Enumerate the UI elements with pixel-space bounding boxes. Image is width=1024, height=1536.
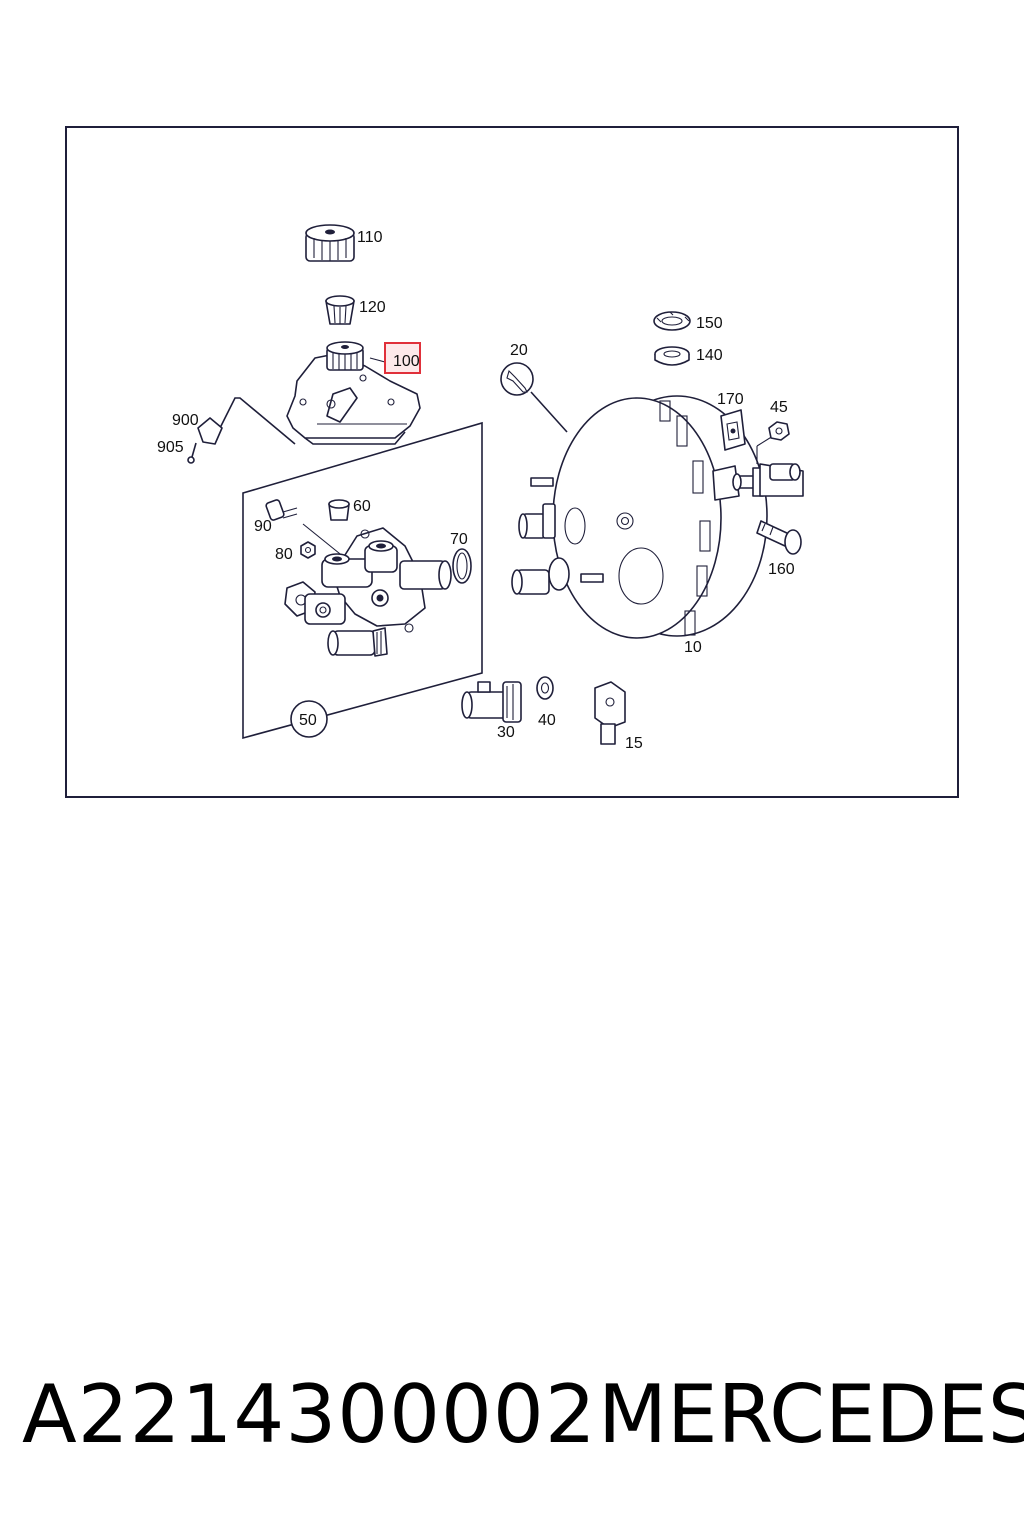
master-cylinder-box — [242, 421, 483, 740]
part-170-clip — [720, 409, 746, 451]
label-45: 45 — [770, 399, 788, 416]
label-40: 40 — [538, 712, 556, 729]
part-number: A2214300002 — [22, 1368, 597, 1461]
part-70-oring — [452, 548, 472, 584]
part-100-reservoir — [286, 341, 421, 445]
part-900-905-connector — [187, 397, 296, 464]
part-50-master-cylinder — [284, 527, 452, 657]
label-70: 70 — [450, 531, 468, 548]
label-150: 150 — [696, 315, 723, 332]
label-80: 80 — [275, 546, 293, 563]
label-120: 120 — [359, 299, 386, 316]
part-10-brake-booster — [511, 395, 804, 639]
label-100: 100 — [393, 353, 420, 370]
label-30: 30 — [497, 724, 515, 741]
label-900: 900 — [172, 412, 199, 429]
part-60-seal — [328, 499, 350, 521]
label-50: 50 — [299, 712, 317, 729]
part-120-strainer — [325, 295, 355, 325]
label-905: 905 — [157, 439, 184, 456]
part-150-ring — [653, 311, 691, 331]
label-10: 10 — [684, 639, 702, 656]
parts-diagram: 110 120 100 150 140 20 170 45 900 905 60… — [65, 126, 959, 798]
part-20-tool — [500, 362, 568, 433]
parts-diagram-svg: 110 120 100 150 140 20 170 45 900 905 60… — [65, 126, 959, 798]
part-30-sensor — [461, 681, 522, 723]
part-80-nut — [300, 541, 316, 559]
part-45-nut — [768, 421, 790, 441]
brand-name: MERCEDES — [598, 1368, 1024, 1461]
label-140: 140 — [696, 347, 723, 364]
part-110-reservoir-cap — [305, 224, 355, 262]
label-90: 90 — [254, 518, 272, 535]
label-170: 170 — [717, 391, 744, 408]
footer: A2214300002 MERCEDES — [0, 1368, 1024, 1468]
part-40-washer — [536, 676, 554, 700]
part-90-bolt — [265, 499, 356, 567]
label-60: 60 — [353, 498, 371, 515]
label-110: 110 — [357, 229, 383, 246]
highlight-100-box — [384, 342, 421, 374]
part-15-sensor — [594, 681, 626, 745]
label-15: 15 — [625, 735, 643, 752]
label-160: 160 — [768, 561, 795, 578]
part-160-bolt — [756, 520, 802, 555]
part-140-ring — [654, 346, 690, 366]
label-20: 20 — [510, 342, 528, 359]
label-50-circle — [290, 700, 328, 738]
